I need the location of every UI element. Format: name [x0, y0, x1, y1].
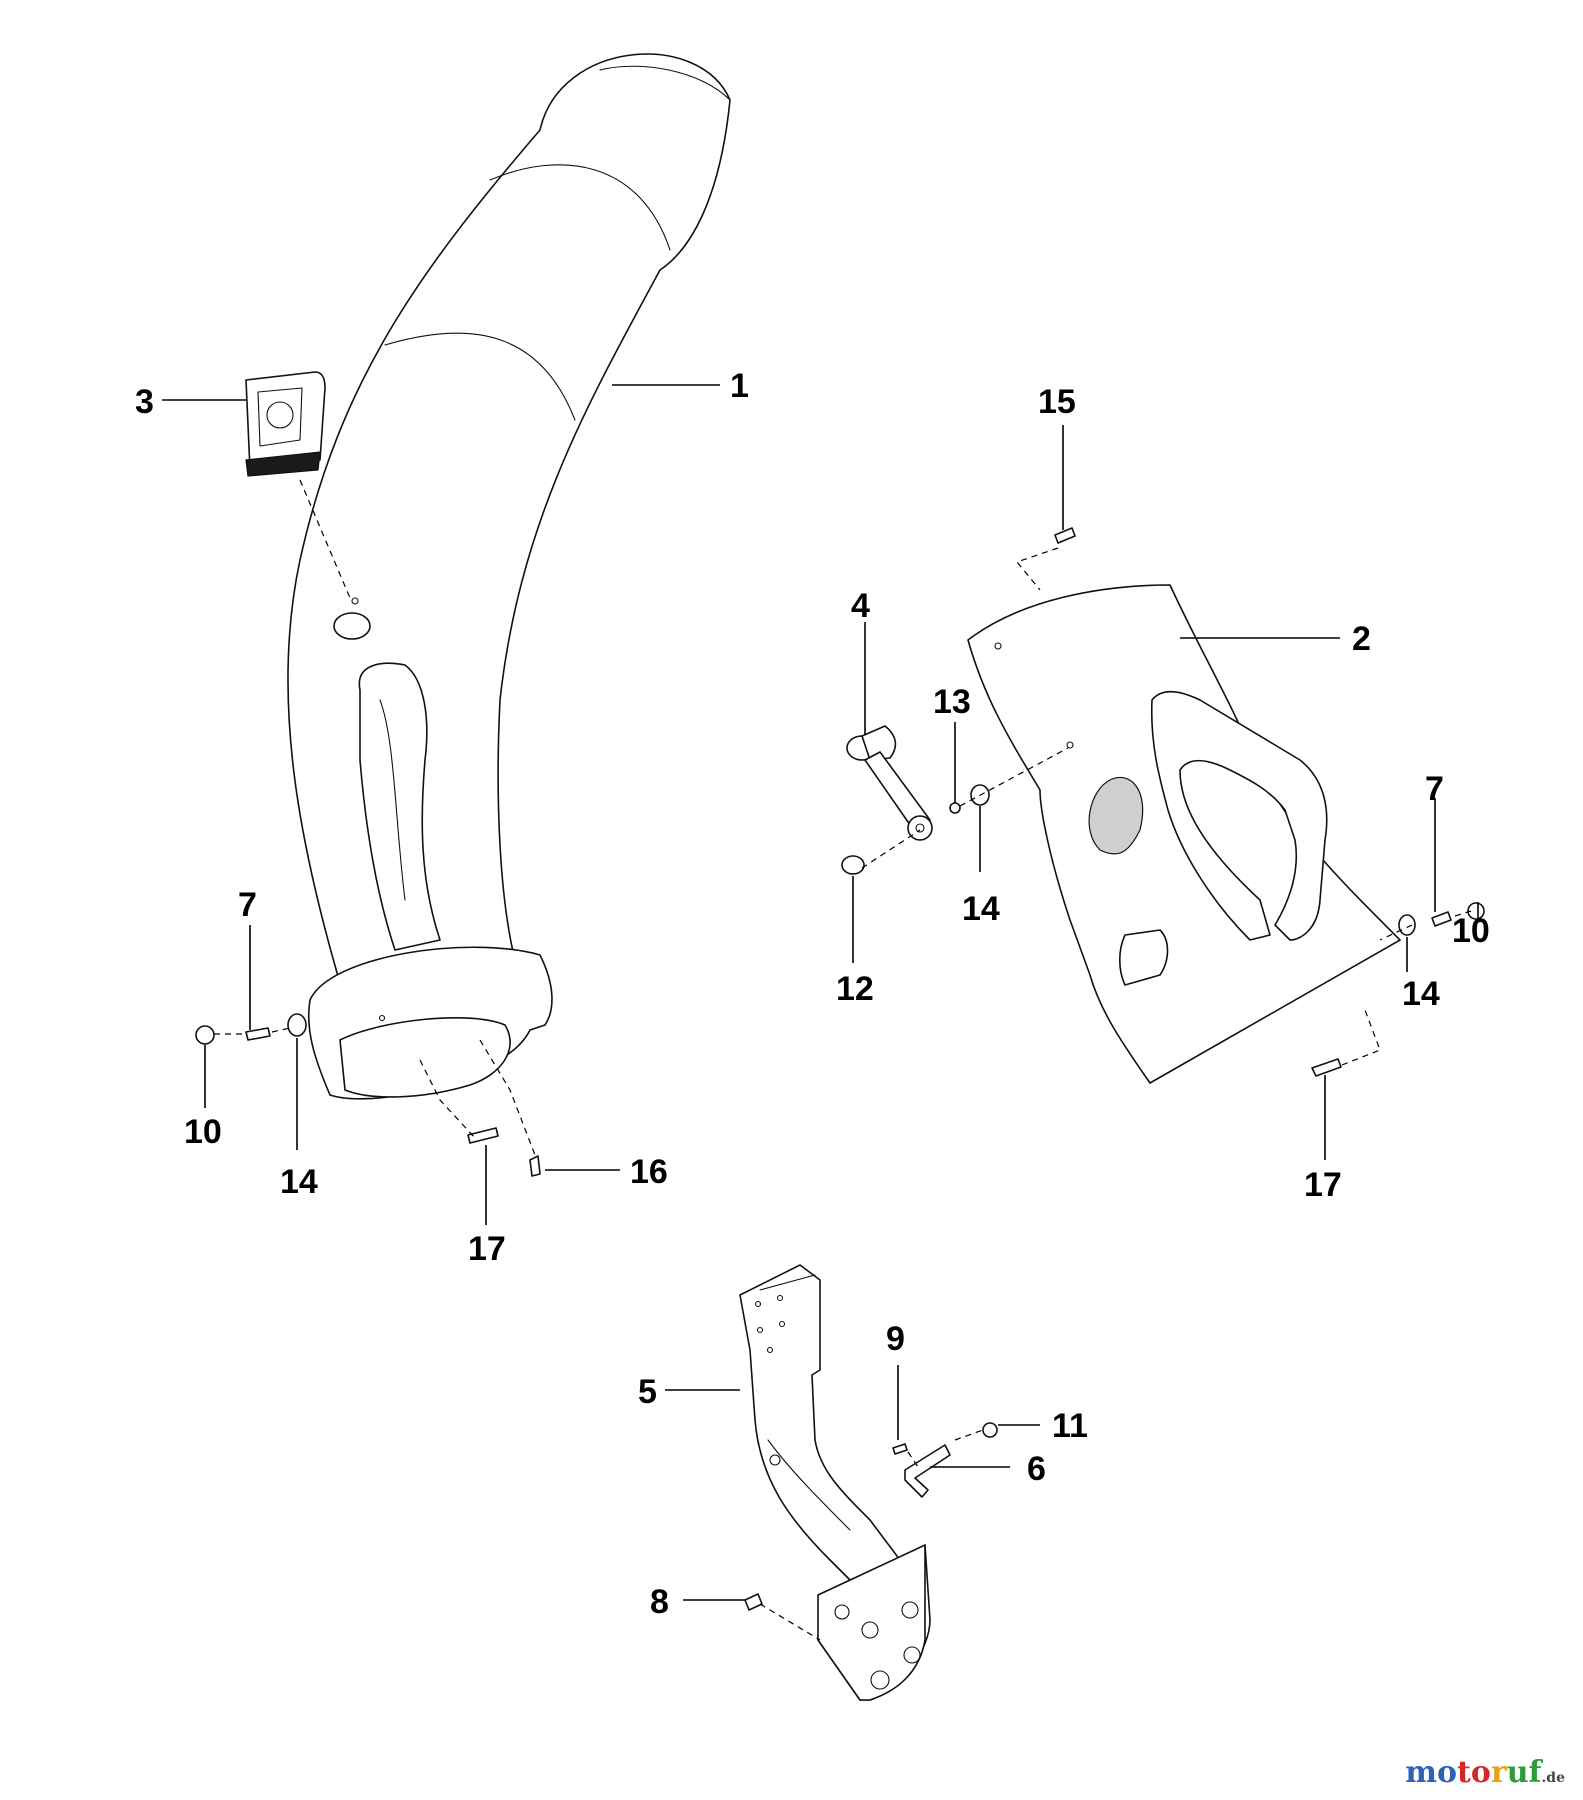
watermark-suffix: .de	[1541, 1770, 1565, 1786]
callout-11: 11	[1052, 1407, 1088, 1445]
callout-14c: 14	[1402, 975, 1440, 1013]
callout-14b: 14	[280, 1163, 318, 1201]
callout-17b: 17	[1304, 1166, 1342, 1204]
hardware	[195, 527, 1485, 1611]
watermark-logo: motoruf.de	[1405, 1755, 1565, 1790]
assembly-lines	[214, 479, 1472, 1641]
callout-8: 8	[650, 1583, 669, 1621]
deflector-2	[967, 584, 1401, 1084]
callout-10a: 10	[184, 1113, 222, 1151]
callout-13: 13	[933, 683, 971, 721]
callout-5: 5	[638, 1373, 657, 1411]
part-3-clip	[245, 371, 326, 477]
callout-1: 1	[730, 367, 749, 405]
callout-2: 2	[1352, 620, 1371, 658]
callout-6: 6	[1027, 1450, 1046, 1488]
part-4-crank	[846, 725, 933, 841]
callout-17a: 17	[468, 1230, 506, 1268]
callout-7a: 7	[238, 886, 257, 924]
part-5-bracket	[739, 1264, 931, 1701]
callouts: 1 2 3 4 5 6 7 7 8 9 10 10 11 12 13 14 14…	[135, 367, 1490, 1621]
callout-15: 15	[1038, 383, 1076, 421]
part-6-latch	[904, 1444, 951, 1498]
callout-12: 12	[836, 970, 874, 1008]
callout-4: 4	[851, 587, 870, 625]
callout-3: 3	[135, 383, 154, 421]
callout-16: 16	[630, 1153, 668, 1191]
callout-14a: 14	[962, 890, 1000, 928]
callout-10b: 10	[1452, 912, 1490, 950]
callout-7b: 7	[1425, 770, 1444, 808]
discharge-chute	[287, 53, 731, 1100]
callout-9: 9	[886, 1320, 905, 1358]
leader-lines	[162, 384, 1479, 1601]
